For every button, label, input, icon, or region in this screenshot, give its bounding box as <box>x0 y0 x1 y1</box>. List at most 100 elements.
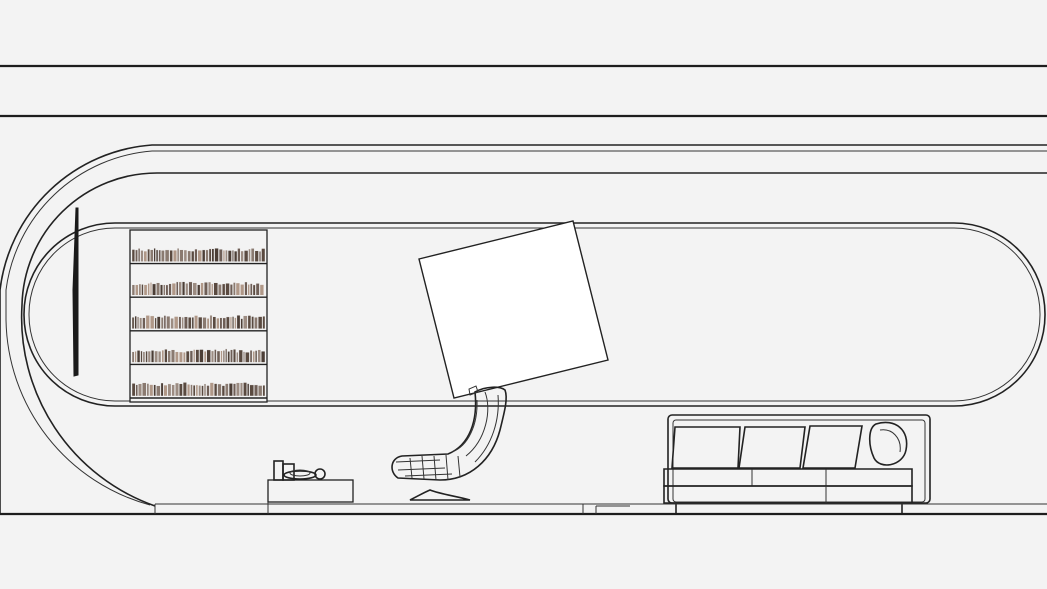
book <box>169 250 173 262</box>
book <box>228 383 233 397</box>
book <box>153 384 157 397</box>
book <box>142 382 147 397</box>
book <box>220 350 223 363</box>
book <box>154 350 158 363</box>
book <box>254 317 258 329</box>
book <box>247 284 250 296</box>
book <box>147 283 150 296</box>
book <box>186 384 191 397</box>
book <box>179 383 183 397</box>
wall-light-strip <box>72 207 79 377</box>
book <box>193 349 196 363</box>
book <box>222 317 227 329</box>
bookshelf <box>129 229 268 403</box>
book <box>206 349 211 363</box>
book <box>187 317 192 329</box>
book <box>216 317 220 330</box>
book <box>240 250 244 262</box>
book <box>185 350 190 363</box>
book <box>142 351 146 363</box>
book <box>210 350 214 363</box>
book <box>183 316 188 329</box>
book <box>242 351 245 363</box>
book <box>221 283 226 296</box>
book <box>182 382 187 397</box>
book <box>231 249 234 262</box>
book <box>181 281 186 296</box>
book <box>205 249 209 262</box>
book <box>166 316 171 330</box>
book <box>252 284 256 296</box>
book <box>247 315 252 330</box>
book <box>131 351 135 363</box>
book <box>145 350 148 363</box>
book <box>233 282 236 296</box>
book <box>236 352 239 363</box>
book <box>153 247 156 262</box>
book <box>214 349 217 363</box>
book <box>232 349 236 363</box>
book <box>249 384 254 397</box>
book <box>262 316 266 330</box>
book <box>225 383 229 397</box>
book <box>191 250 195 262</box>
book <box>225 283 230 296</box>
book <box>131 249 135 262</box>
book <box>147 350 151 363</box>
book <box>216 350 221 363</box>
book <box>222 350 225 363</box>
book <box>217 383 222 397</box>
book <box>262 385 266 397</box>
book <box>143 284 148 296</box>
curved-wall-outline <box>0 144 1047 514</box>
book <box>149 315 155 329</box>
book <box>163 284 166 296</box>
book <box>131 317 135 329</box>
book <box>152 283 156 296</box>
book <box>234 250 238 262</box>
book <box>218 248 223 262</box>
low-table <box>267 460 354 503</box>
book <box>254 384 259 397</box>
book <box>212 316 217 329</box>
book <box>258 385 263 397</box>
book <box>244 281 248 296</box>
book <box>160 317 164 329</box>
book <box>167 383 172 397</box>
stadium-niche <box>23 222 1046 407</box>
book <box>160 382 164 397</box>
book <box>163 315 167 330</box>
book <box>178 351 183 363</box>
book <box>261 351 266 363</box>
book <box>237 248 241 262</box>
book <box>200 282 204 296</box>
book <box>141 284 144 296</box>
book <box>160 284 164 296</box>
book <box>143 250 148 262</box>
book <box>164 249 170 262</box>
book <box>191 317 194 329</box>
book <box>164 349 168 363</box>
book <box>149 282 152 296</box>
sofa <box>663 414 931 513</box>
book <box>145 315 150 329</box>
book <box>255 283 260 296</box>
book <box>207 281 212 296</box>
book <box>156 316 161 330</box>
book <box>198 385 202 397</box>
book <box>192 282 198 296</box>
book <box>199 349 204 363</box>
book <box>219 317 223 329</box>
book <box>158 351 162 363</box>
book <box>259 284 264 296</box>
book <box>236 315 241 329</box>
book <box>131 383 136 397</box>
book <box>134 315 137 330</box>
book <box>245 352 250 363</box>
book <box>135 384 138 397</box>
book <box>240 318 243 330</box>
book <box>192 385 196 397</box>
book <box>171 283 176 296</box>
book <box>225 249 228 262</box>
book <box>248 248 251 262</box>
